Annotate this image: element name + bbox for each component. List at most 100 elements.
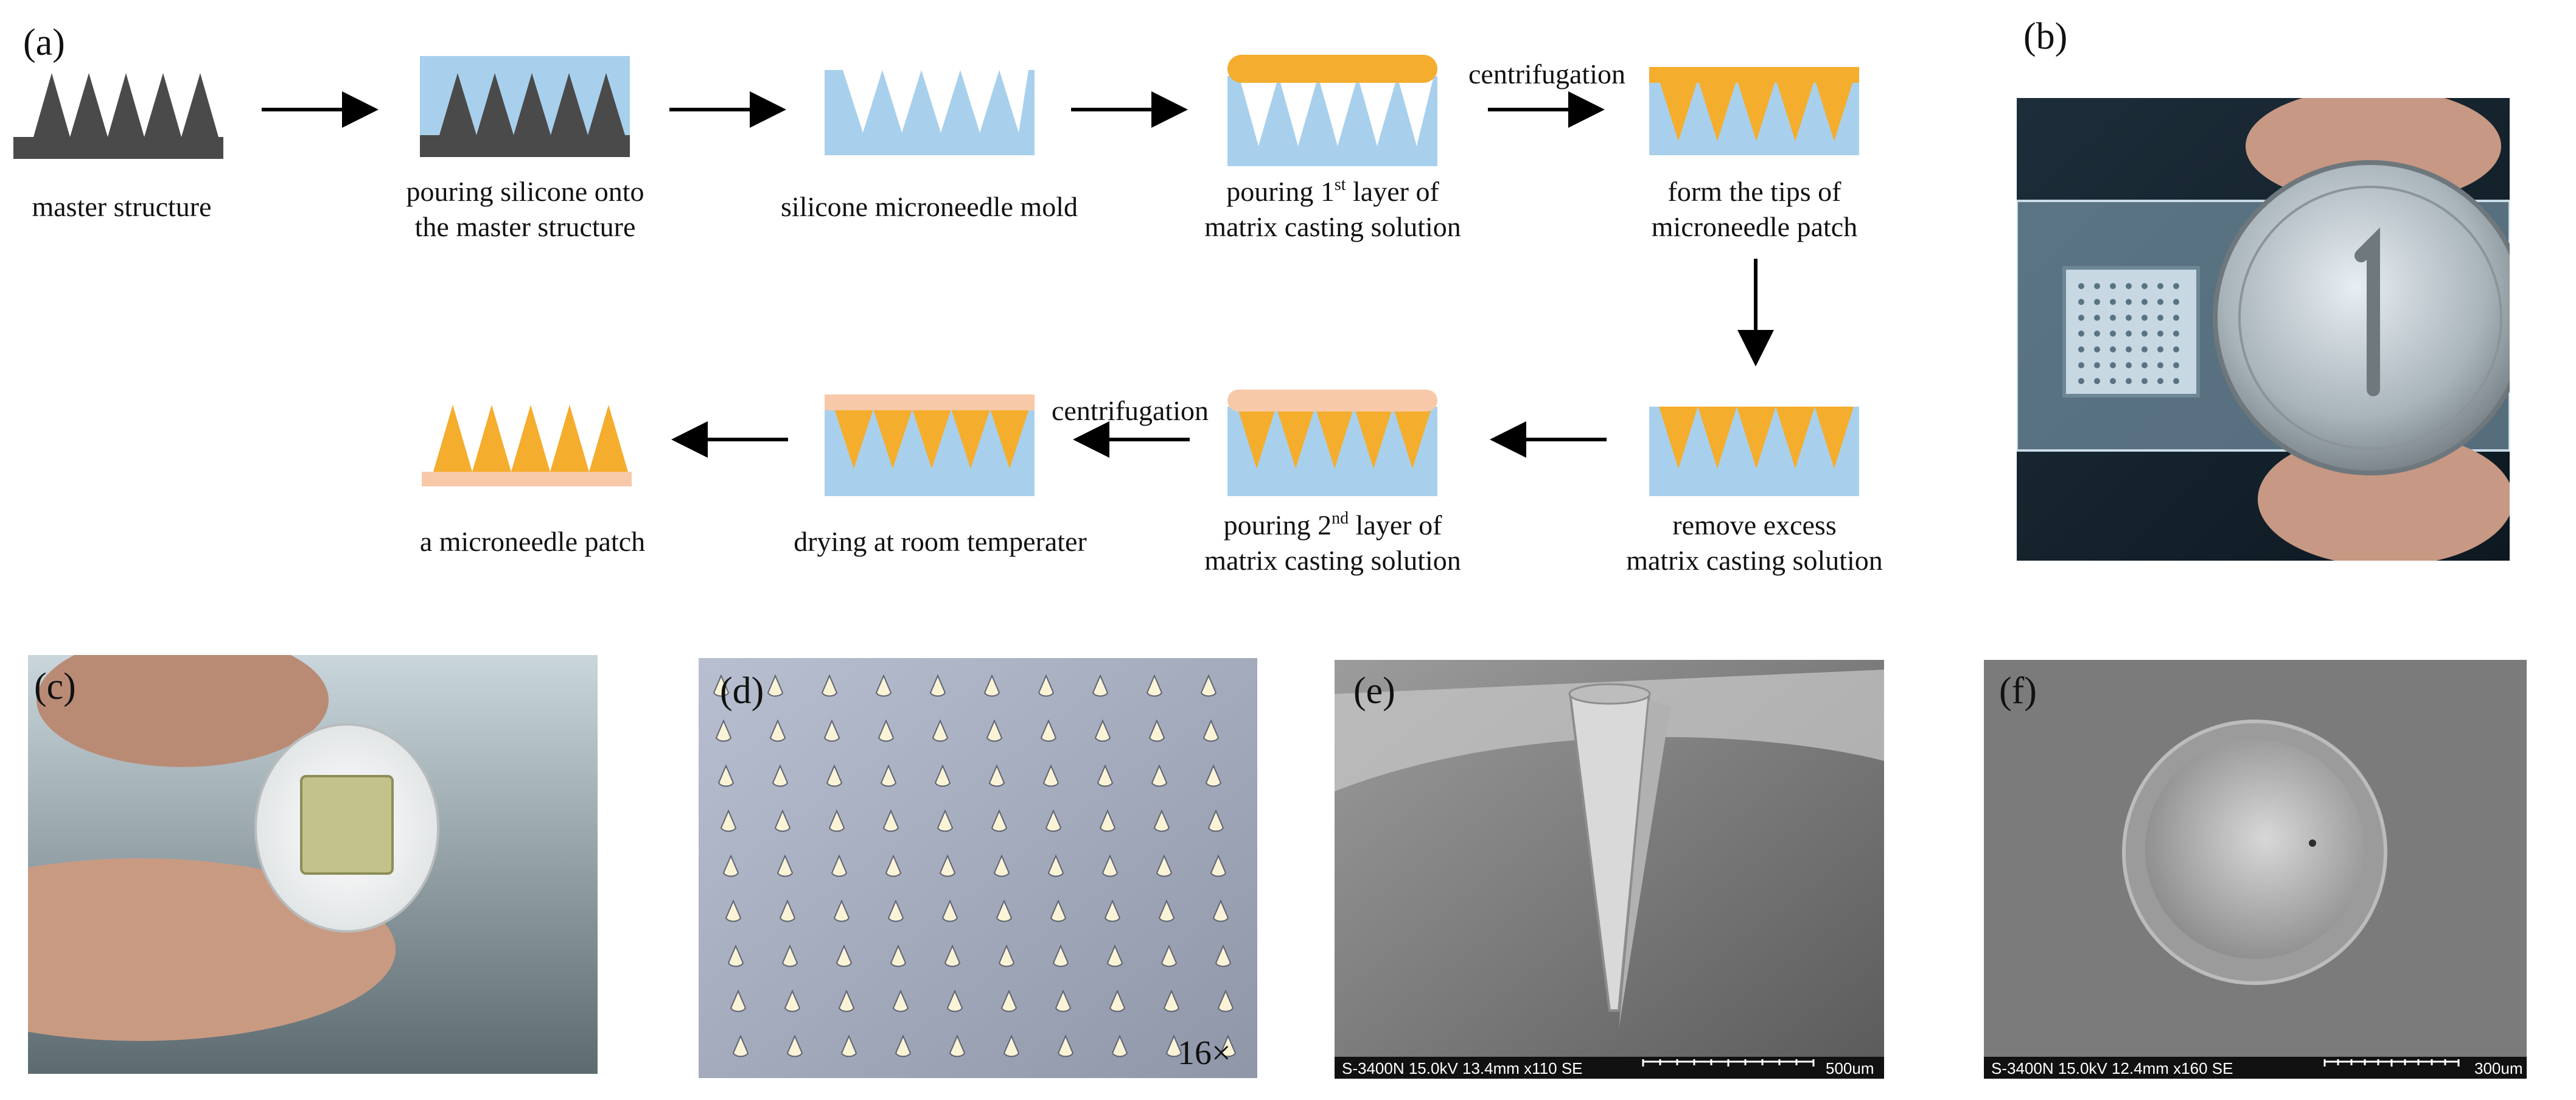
photo-c-patch-in-fingers <box>28 655 598 1074</box>
sem-f-top-view <box>1984 660 2527 1079</box>
needle-dot <box>887 899 904 922</box>
needle-dot <box>715 719 732 742</box>
photo-d-needle-array <box>699 658 1257 1078</box>
sem-f-scale-label: 300um <box>2474 1059 2523 1077</box>
needle-dot <box>1099 809 1116 832</box>
needle-dot <box>890 944 907 967</box>
needle-tip <box>2309 839 2316 847</box>
needle-dot <box>892 989 909 1012</box>
needle-dot <box>717 764 735 787</box>
master-structure-diagram <box>13 73 223 159</box>
needle-dot <box>934 764 951 787</box>
needle-dot <box>1101 854 1119 877</box>
needle-dot <box>1055 989 1072 1012</box>
caption-mold: silicone microneedle mold <box>781 191 1078 222</box>
caption-tips-2: microneedle patch <box>1652 211 1857 242</box>
needle-dot <box>840 1034 857 1057</box>
needle-dot <box>946 989 963 1012</box>
needle-dot <box>1151 764 1168 787</box>
needle-dot <box>1217 989 1234 1012</box>
needle-dot <box>875 674 892 697</box>
needle-dot <box>939 854 956 877</box>
sem-e-side-view <box>1335 660 1884 1079</box>
caption-pour-silicone-2: the master structure <box>415 211 636 242</box>
needle-array-dots <box>713 674 1237 1057</box>
caption-pour-silicone-1: pouring silicone onto <box>407 176 644 207</box>
needle-dot <box>831 854 848 877</box>
sem-e-scale-bar <box>1642 1059 1815 1067</box>
caption-second-layer-2: matrix casting solution <box>1204 545 1461 576</box>
needle-dot <box>784 989 801 1012</box>
needle-dot <box>828 809 845 832</box>
panel-label-d: (d) <box>720 670 764 712</box>
panel-label-a: (a) <box>23 22 65 63</box>
needle-dot <box>991 809 1008 832</box>
needle-dot <box>941 899 958 922</box>
sem-f-info-bar: S-3400N 15.0kV 12.4mm x160 SE <box>1991 1059 2233 1077</box>
sem-f-scale-bar <box>2323 1059 2460 1067</box>
needle-dot <box>1111 1034 1128 1057</box>
caption-master-structure: master structure <box>32 191 211 222</box>
caption-remove-excess-1: remove excess <box>1672 510 1837 541</box>
needle-dot <box>1205 764 1222 787</box>
needle-dot <box>929 674 946 697</box>
caption-remove-excess-2: matrix casting solution <box>1626 545 1883 576</box>
sem-e-info-bar: S-3400N 15.0kV 13.4mm x110 SE <box>1342 1059 1583 1077</box>
patch-needle-dots <box>2078 283 2179 384</box>
needle-dot <box>932 719 949 742</box>
needle-dot <box>1003 1034 1020 1057</box>
needle-dot <box>779 899 796 922</box>
needle-dot <box>732 1034 749 1057</box>
needle-dot <box>1092 674 1109 697</box>
needle-dot <box>838 989 855 1012</box>
needle-dot <box>1210 854 1227 877</box>
needle-dot <box>1040 719 1057 742</box>
needle-dot <box>1104 899 1121 922</box>
needle-dot <box>1045 809 1062 832</box>
caption-first-layer-1: pouring 1st layer of <box>1226 175 1439 207</box>
needle-dot <box>713 674 730 697</box>
needle-dot <box>777 854 794 877</box>
needle-dome <box>2145 740 2364 959</box>
needle-dot <box>1220 1034 1237 1057</box>
patch-square <box>300 775 394 875</box>
second-layer-diagram <box>1227 390 1437 496</box>
needle-dot <box>786 1034 803 1057</box>
needle-dot <box>1215 944 1232 967</box>
needle-dot <box>996 899 1013 922</box>
process-arrows <box>262 91 1774 458</box>
needle-dot <box>1161 944 1178 967</box>
silicone-mold-diagram <box>825 70 1035 155</box>
needle-dot <box>1200 674 1217 697</box>
arrow-label-centrifugation-2: centrifugation <box>1052 395 1209 426</box>
needle-dot <box>988 764 1005 787</box>
needle-dot <box>722 854 739 877</box>
needle-dot <box>826 764 843 787</box>
needle-dot <box>823 719 840 742</box>
sem-e-scale-label: 500um <box>1826 1059 1874 1077</box>
needle-dot <box>1050 899 1067 922</box>
needle-dot <box>1163 989 1180 1012</box>
needle-dot <box>769 719 786 742</box>
needle-dot <box>878 719 895 742</box>
needle-dot <box>1094 719 1111 742</box>
magnification-label: 16× <box>1178 1034 1231 1072</box>
needle-dot <box>821 674 838 697</box>
needle-dot <box>1207 809 1224 832</box>
silicone-on-master-diagram <box>420 56 630 157</box>
photo-b-coin-comparison <box>2017 98 2510 561</box>
caption-second-layer-1: pouring 2nd layer of <box>1224 509 1443 541</box>
panel-label-e: (e) <box>1353 670 1395 712</box>
needle-dot <box>949 1034 966 1057</box>
needle-dot <box>767 674 784 697</box>
needle-dot <box>993 854 1010 877</box>
remove-excess-diagram <box>1649 407 1859 496</box>
needle-dot <box>1038 674 1055 697</box>
needle-dot <box>1097 764 1114 787</box>
drying-diagram <box>825 394 1035 496</box>
needle-dot <box>1158 899 1175 922</box>
panel-label-f: (f) <box>1999 670 2037 712</box>
panel-label-c: (c) <box>34 666 76 707</box>
needle-dot <box>885 854 902 877</box>
needle-dot <box>1042 764 1059 787</box>
